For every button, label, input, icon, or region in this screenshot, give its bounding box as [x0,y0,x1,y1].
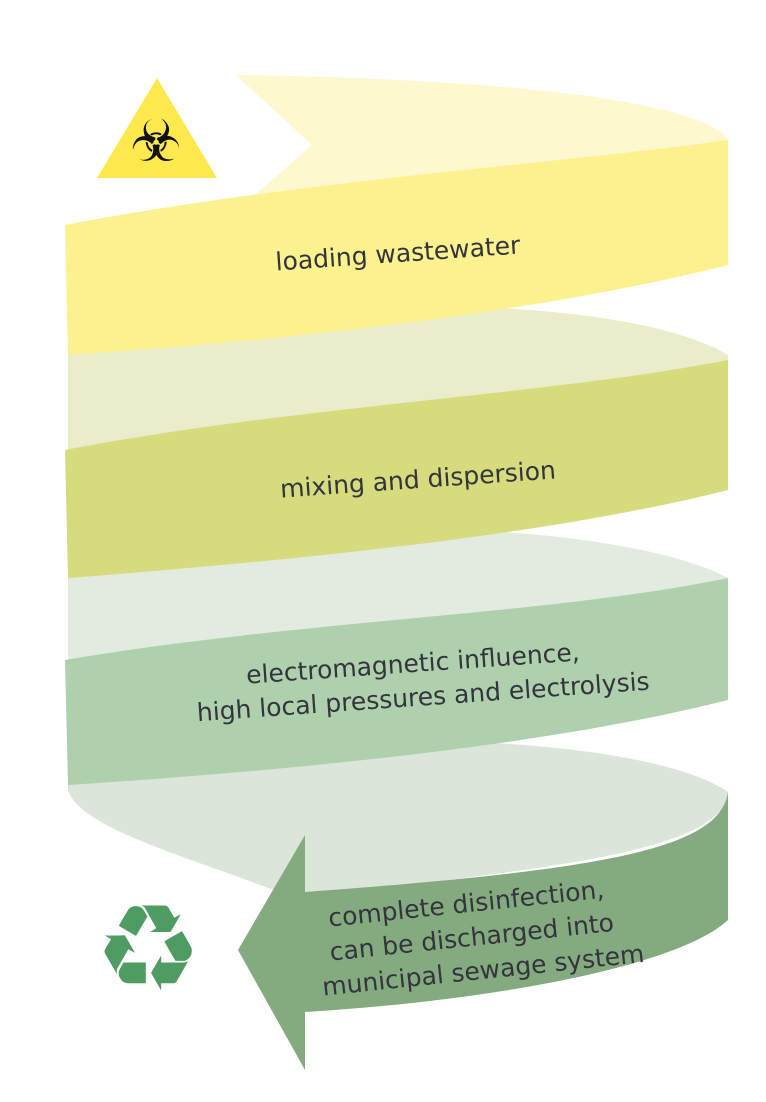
band-step-2 [65,360,728,578]
band-step-4-arrow [238,792,728,1070]
band-back-4 [68,740,728,900]
biohazard-icon: ☣ [97,78,217,178]
band-step-1 [65,140,728,355]
recycle-icon: ♻ [94,880,202,1019]
svg-text:♻: ♻ [94,880,202,1019]
band-step-3 [65,578,728,785]
svg-text:☣: ☣ [130,107,182,175]
band-back-2 [68,306,728,455]
